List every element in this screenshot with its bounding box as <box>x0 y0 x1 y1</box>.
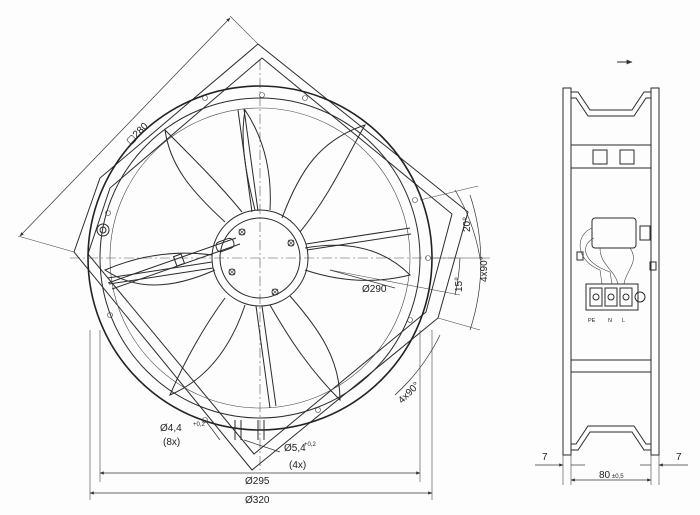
terminal-block <box>585 283 646 311</box>
bottom-holes <box>234 420 265 440</box>
hub-inner <box>219 217 301 299</box>
side-view: PE N L 7 80 ±0,5 7 <box>535 59 688 485</box>
fan-blade <box>269 295 341 402</box>
hub-screws <box>228 228 295 296</box>
hub-outer <box>211 209 309 307</box>
fan-blade <box>242 108 271 211</box>
hole-44-tolerance: +0,2 <box>193 422 206 428</box>
venturi-ring <box>109 107 411 409</box>
hole-44-leader <box>204 419 221 441</box>
fan-blade <box>281 124 367 233</box>
bottom-bridge <box>571 431 651 451</box>
clip-left <box>592 149 608 165</box>
clip-right <box>619 149 635 165</box>
terminal-pe-label: PE <box>588 318 596 324</box>
dim-80-label: 80 <box>599 470 611 481</box>
dim-280-label: ▢280 <box>124 121 151 148</box>
capacitor <box>591 217 637 249</box>
front-view: ▢280 20° 4x90° 15° Ø290 4x90° Ø4,4 +0,2 … <box>17 15 490 506</box>
dim-290-leader <box>329 269 396 289</box>
top-bridge <box>571 91 651 111</box>
terminal-l-label: L <box>622 318 625 324</box>
dim-320-label: Ø320 <box>245 495 270 506</box>
dim-280 <box>17 15 259 253</box>
fan-blade <box>103 252 216 286</box>
dim-7-right-label: 7 <box>676 452 682 463</box>
terminal-n-label: N <box>608 318 612 324</box>
fan-blade <box>304 244 411 281</box>
hole-44-label: Ø4,4 <box>160 423 182 434</box>
wires <box>579 227 634 285</box>
fan-blade <box>164 128 243 223</box>
power-cable <box>107 237 241 290</box>
hole-54-count: (4x) <box>289 460 306 471</box>
dim-4x90-upper-label: 4x90° <box>479 256 490 282</box>
hole-44-count: (8x) <box>163 437 180 448</box>
right-flange <box>650 87 660 456</box>
dim-7-left-label: 7 <box>542 452 548 463</box>
hole-54-label: Ø5,4 <box>284 443 306 454</box>
dim-20deg-label: 20° <box>462 217 473 232</box>
inner-ring <box>99 97 421 419</box>
dim-80-tolerance: ±0,5 <box>612 474 624 480</box>
housing-square <box>73 43 469 471</box>
dim-15deg-label: 15° <box>454 277 465 292</box>
dim-290-label: Ø290 <box>362 284 387 295</box>
struts <box>107 108 412 409</box>
bottom-dims <box>89 330 433 500</box>
hole-54-tolerance: +0,2 <box>304 442 317 448</box>
fan-blade <box>169 297 246 396</box>
dim-4x90-lower-label: 4x90° <box>396 380 422 406</box>
side-dims <box>535 455 688 485</box>
hole-54-leader <box>243 439 281 453</box>
dim-295-label: Ø295 <box>245 476 270 487</box>
left-flange <box>562 87 572 456</box>
